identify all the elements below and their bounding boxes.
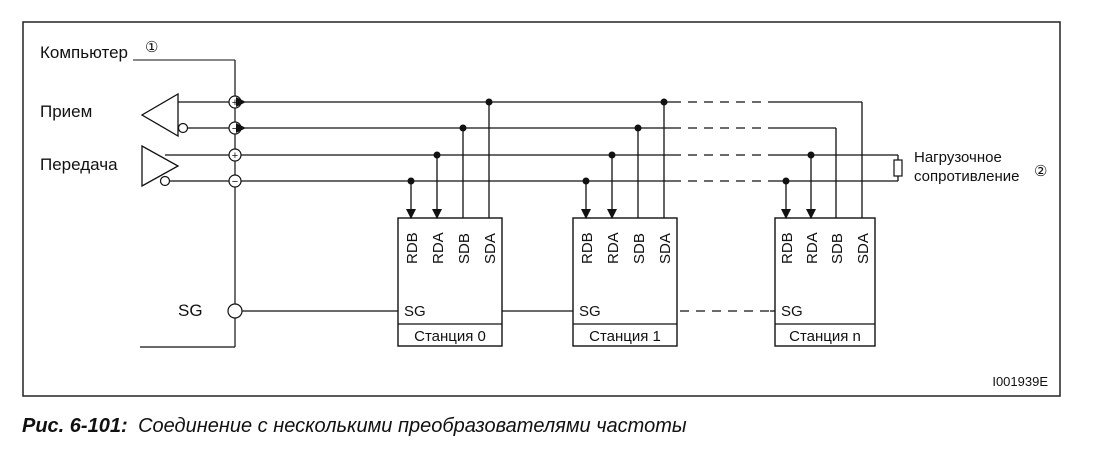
figure-caption: Рис. 6-101: Соединение с несколькими пре… [22,415,687,437]
sg-label: SG [178,301,203,320]
diagram-frame [22,21,1061,397]
receiver-bubble-icon [177,122,189,134]
receive-label: Прием [40,102,92,121]
station-0-pin-rdb: RDB [404,232,421,264]
computer-label: Компьютер [40,43,128,62]
svg-text:+: + [232,150,238,162]
receiver-buffer-icon [140,92,179,138]
station-0-name: Станция 0 [414,328,486,345]
station-1-pin-rda: RDA [605,232,622,264]
terminal-receive-minus: − [228,121,242,135]
terminal-transmit-plus: + [228,148,242,162]
termination-resistor-icon [893,159,903,177]
load-resistor-label-2: сопротивление [914,168,1019,185]
station-1-pin-sdb: SDB [631,233,648,264]
station-n-pin-rdb: RDB [779,232,796,264]
station-1-name: Станция 1 [589,328,661,345]
station-1-sg: SG [579,303,601,320]
terminal-transmit-minus: − [228,174,242,188]
caption-text: Соединение с несколькими преобразователя… [138,415,687,437]
station-n-pin-sdb: SDB [829,233,846,264]
station-1-pin-sda: SDA [657,233,674,264]
svg-text:−: − [232,123,238,135]
note-2-marker: ② [1034,163,1047,180]
station-0-pin-rda: RDA [430,232,447,264]
svg-text:−: − [232,176,238,188]
caption-prefix: Рис. 6-101: [22,415,128,437]
station-n: RDB RDA SDB SDA SG Станция n [774,102,876,347]
station-0-pin-sda: SDA [482,233,499,264]
bus-dashed-gap [672,101,770,312]
figure-id: I001939E [992,374,1048,389]
station-0-pin-sdb: SDB [456,233,473,264]
terminal-sg [227,303,243,319]
station-n-sg: SG [781,303,803,320]
station-1: RDB RDA SDB SDA SG Станция 1 [572,98,678,347]
terminal-receive-plus: + [228,95,242,109]
station-1-pin-rdb: RDB [579,232,596,264]
station-0: RDB RDA SDB SDA SG Станция 0 [397,98,503,347]
station-n-pin-sda: SDA [855,233,872,264]
svg-text:+: + [232,97,238,109]
load-resistor-label-1: Нагрузочное [914,149,1002,166]
note-1-marker: ① [145,39,158,56]
transmit-label: Передача [40,155,118,174]
station-n-pin-rda: RDA [804,232,821,264]
station-0-sg: SG [404,303,426,320]
transmitter-buffer-icon [141,144,180,188]
station-n-name: Станция n [789,328,861,345]
transmitter-bubble-icon [159,175,171,187]
